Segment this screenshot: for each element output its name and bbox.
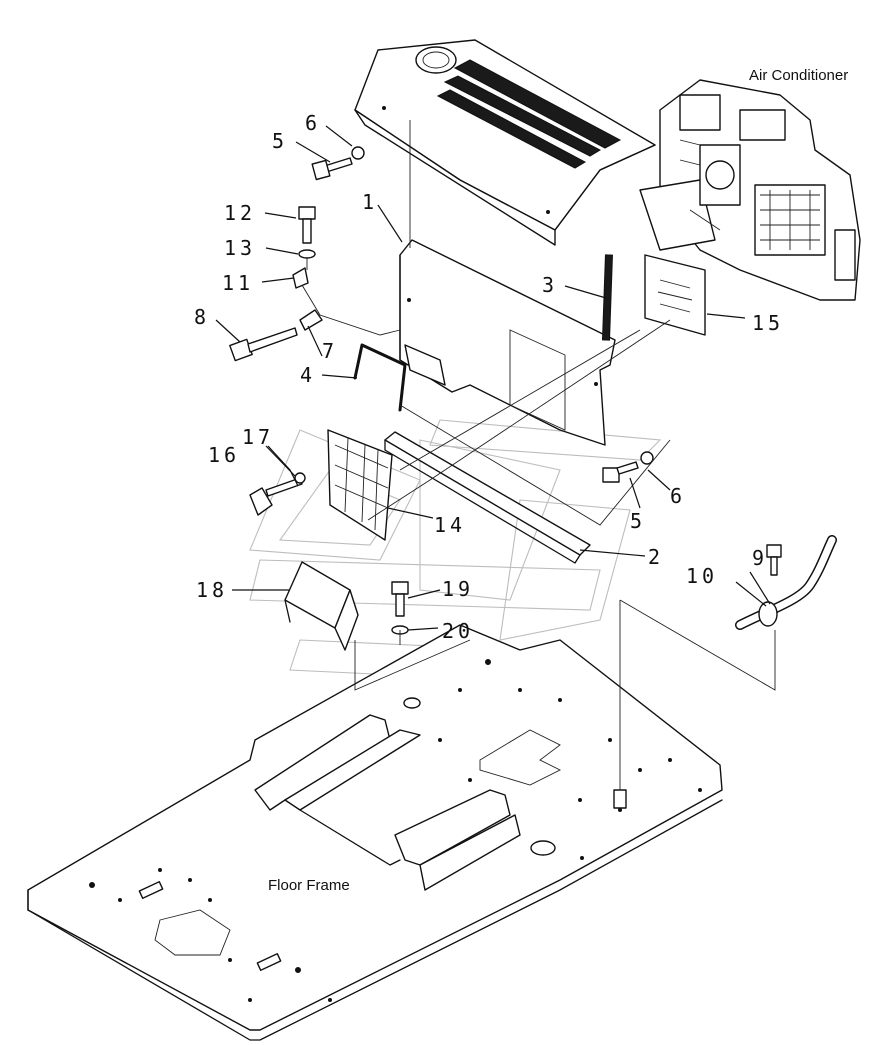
assembly-lines [301, 120, 776, 790]
leader-lines [215, 125, 771, 631]
filter-15 [644, 254, 706, 336]
callout-12: 12 [224, 201, 256, 225]
callout-15: 15 [752, 311, 784, 335]
callout-2: 2 [648, 545, 664, 569]
callout-5-right: 5 [630, 509, 646, 533]
callout-10: 10 [686, 564, 718, 588]
hose-10 [735, 535, 837, 630]
label-air-conditioner: Air Conditioner [749, 67, 848, 84]
callout-9: 9 [752, 546, 768, 570]
rail-2 [384, 431, 591, 564]
callout-1: 1 [362, 190, 378, 214]
panel-1 [399, 239, 616, 446]
callout-6-right: 6 [670, 484, 686, 508]
callout-6-top: 6 [305, 111, 321, 135]
callout-4: 4 [300, 363, 316, 387]
air-conditioner-unit [639, 79, 861, 301]
callout-7: 7 [322, 339, 338, 363]
label-floor-frame: Floor Frame [268, 877, 350, 894]
callout-3: 3 [542, 273, 558, 297]
callout-16: 16 [208, 443, 240, 467]
callout-5-top: 5 [272, 129, 288, 153]
callout-14: 14 [434, 513, 466, 537]
fasteners [229, 146, 782, 635]
floor-frame [27, 624, 723, 1041]
filter-14 [327, 429, 393, 541]
bracket-4 [353, 343, 407, 412]
callout-17: 17 [242, 425, 274, 449]
callout-11: 11 [222, 271, 254, 295]
top-cover [354, 39, 656, 246]
callout-18: 18 [196, 578, 228, 602]
cover-18 [284, 561, 359, 651]
callout-19: 19 [442, 577, 474, 601]
callout-8: 8 [194, 305, 210, 329]
callout-13: 13 [224, 236, 256, 260]
callout-20: 20 [442, 619, 474, 643]
